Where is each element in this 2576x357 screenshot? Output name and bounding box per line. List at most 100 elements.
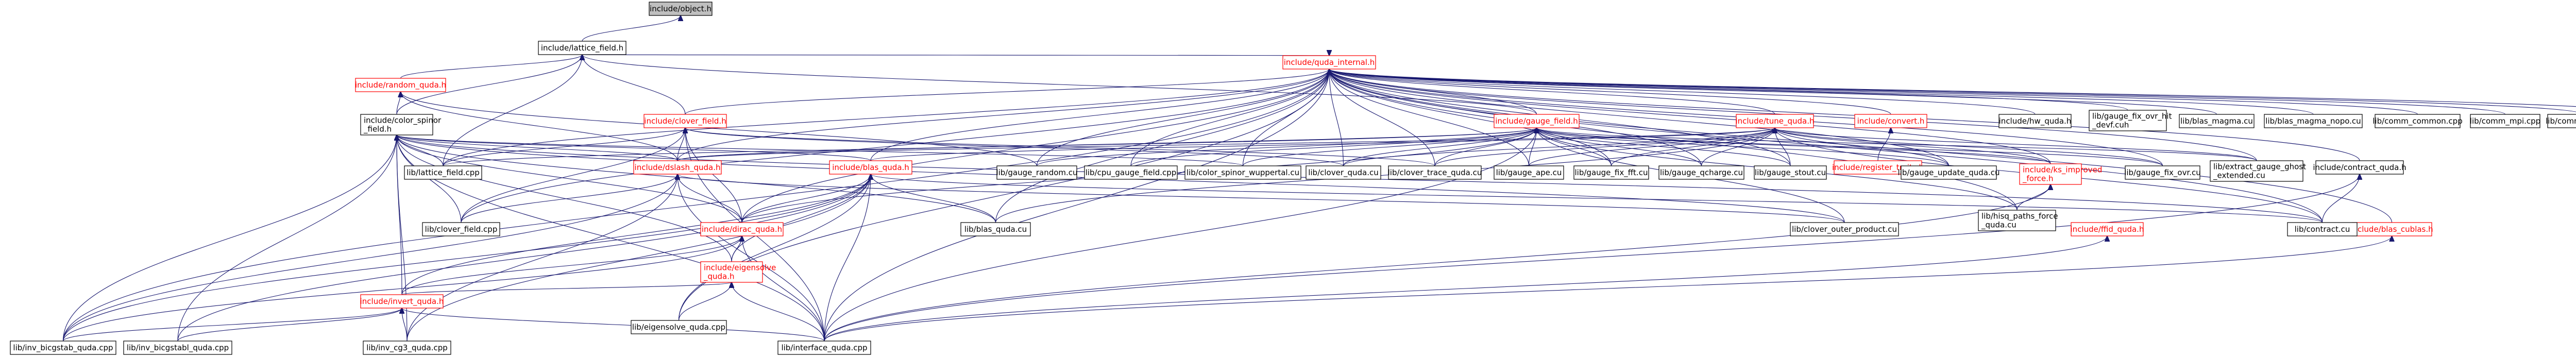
node-box: [360, 114, 433, 135]
node-label: lib/interface_quda.cpp: [781, 343, 867, 353]
node-clover_outer_product[interactable]: lib/clover_outer_product.cu: [1790, 222, 1899, 236]
node-box: [538, 41, 626, 55]
edge-layer: [62, 15, 2576, 342]
edge-clover_field_cpp-to-clover_field: [461, 128, 685, 223]
edge-comm_qmp-to-quda_internal: [1329, 69, 2576, 112]
node-inv_bicgstabl[interactable]: lib/inv_bicgstabl_quda.cpp: [123, 341, 232, 355]
node-color_spinor_field[interactable]: include/color_spinor_field.h: [360, 114, 442, 135]
node-label: include/invert_quda.h: [360, 297, 444, 307]
node-label: lib/gauge_update_quda.cu: [1898, 168, 2000, 178]
edge-gauge_fix_fft-to-tune_quda: [1611, 128, 1775, 166]
node-quda_internal[interactable]: include/quda_internal.h: [1282, 55, 1376, 70]
node-label: lib/gauge_fix_ovr_hit: [2092, 112, 2172, 122]
edge-interface_quda-to-ks_improved_force: [824, 184, 2050, 342]
edge-inv_bicgstab-to-dslash_quda: [62, 174, 678, 342]
node-label: lib/inv_cg3_quda.cpp: [366, 343, 448, 353]
node-eigensolve_quda_cpp[interactable]: lib/eigensolve_quda.cpp: [631, 320, 727, 334]
node-contract_cu[interactable]: lib/contract.cu: [2287, 222, 2358, 236]
node-clover_field[interactable]: include/clover_field.h: [643, 114, 727, 128]
edge-inv_bicgstab-to-invert_quda: [62, 308, 402, 342]
node-box: [1901, 165, 1997, 180]
node-extract_gauge_ghost[interactable]: lib/extract_gauge_ghost_extended.cu: [2210, 160, 2306, 182]
node-box: [996, 165, 1077, 180]
node-tune_quda[interactable]: include/tune_quda.h: [1735, 114, 1815, 128]
node-blas_cublas[interactable]: include/blas_cublas.h: [2350, 222, 2433, 236]
node-dirac_quda[interactable]: include/dirac_quda.h: [700, 222, 784, 236]
edge-inv_bicgstab-to-quda_internal: [62, 69, 1330, 342]
node-gauge_fix_fft[interactable]: lib/gauge_fix_fft.cu: [1573, 165, 1649, 180]
edge-interface_quda-to-blas_quda: [824, 174, 871, 342]
edge-gauge_fix_ovr-to-gauge_field: [1537, 128, 2163, 166]
node-comm_common[interactable]: lib/comm_common.cpp: [2372, 114, 2463, 128]
edge-gauge_fix_ovr-to-tune_quda: [1775, 128, 2163, 166]
node-hisq_paths_force[interactable]: lib/hisq_paths_force_quda.cu: [1978, 210, 2058, 231]
node-gauge_field[interactable]: include/gauge_field.h: [1494, 114, 1580, 128]
node-box: [1084, 165, 1178, 180]
edge-hisq_paths_force-to-quda_internal: [1329, 69, 2018, 211]
node-comm_qmp[interactable]: lib/comm_qmp.cpp: [2546, 114, 2576, 128]
edge-hisq_paths_force-to-ks_improved_force: [2016, 184, 2050, 211]
node-invert_quda[interactable]: include/invert_quda.h: [360, 294, 444, 309]
edge-blas_cublas-to-quda_internal: [1329, 69, 2393, 223]
node-interface_quda[interactable]: lib/interface_quda.cpp: [777, 341, 871, 355]
edge-convert-to-quda_internal: [1329, 69, 1891, 115]
node-box: [631, 320, 727, 334]
node-clover_trace_quda[interactable]: lib/clover_trace_quda.cu: [1388, 165, 1482, 180]
edge-interface_quda-to-quda_internal: [824, 69, 1329, 342]
edge-contract_quda-to-quda_internal: [1329, 69, 2360, 161]
node-label: lib/gauge_fix_ovr.cu: [2124, 168, 2201, 178]
node-gauge_fix_ovr_hit[interactable]: lib/gauge_fix_ovr_hit_devf.cuh: [2089, 110, 2172, 131]
node-object[interactable]: include/object.h: [649, 2, 713, 16]
node-random_quda[interactable]: include/random_quda.h: [355, 78, 446, 92]
node-gauge_qcharge[interactable]: lib/gauge_qcharge.cu: [1658, 165, 1744, 180]
node-contract_quda[interactable]: include/contract_quda.h: [2313, 160, 2406, 175]
node-label: lib/extract_gauge_ghost: [2213, 162, 2306, 172]
edge-dslash_quda-to-random_quda: [401, 92, 678, 161]
node-inv_bicgstab[interactable]: lib/inv_bicgstab_quda.cpp: [10, 341, 116, 355]
edge-cpu_gauge_field-to-gauge_field: [1130, 128, 1537, 166]
node-gauge_update_quda[interactable]: lib/gauge_update_quda.cu: [1898, 165, 2000, 180]
node-blas_quda[interactable]: include/blas_quda.h: [829, 160, 912, 175]
node-box: [777, 341, 871, 355]
node-box: [355, 78, 446, 92]
edge-blas_magma_nopo-to-quda_internal: [1329, 69, 2314, 115]
edge-dslash_quda-to-quda_internal: [677, 69, 1329, 161]
node-label: lib/gauge_random.cu: [996, 168, 1077, 178]
node-inv_cg3[interactable]: lib/inv_cg3_quda.cpp: [363, 341, 451, 355]
node-convert[interactable]: include/convert.h: [1854, 114, 1927, 128]
node-blas_quda_cu[interactable]: lib/blas_quda.cu: [960, 222, 1031, 236]
edge-eigensolve_quda_cpp-to-blas_quda: [678, 174, 871, 321]
node-label: include/dirac_quda.h: [702, 225, 782, 234]
edge-blas_quda_cu-to-blas_quda: [871, 174, 996, 223]
node-hw_quda[interactable]: include/hw_quda.h: [1998, 114, 2072, 128]
edge-eigensolve_quda-to-blas_quda: [731, 174, 871, 262]
node-box: [2375, 114, 2461, 128]
node-label: include/quda_internal.h: [1284, 58, 1375, 67]
node-blas_magma[interactable]: lib/blas_magma.cu: [2179, 114, 2255, 128]
node-box: [1388, 165, 1482, 180]
node-ffid_quda[interactable]: include/ffid_quda.h: [2071, 222, 2144, 236]
node-box: [2071, 222, 2144, 236]
node-label: lib/gauge_qcharge.cu: [1660, 168, 1743, 178]
node-box: [422, 222, 500, 236]
node-gauge_random[interactable]: lib/gauge_random.cu: [996, 165, 1078, 180]
node-blas_magma_nopo[interactable]: lib/blas_magma_nopo.cu: [2264, 114, 2363, 128]
node-gauge_stout[interactable]: lib/gauge_stout.cu: [1754, 165, 1827, 180]
edge-lattice_field_cpp-to-gauge_field: [443, 128, 1537, 166]
node-comm_mpi[interactable]: lib/comm_mpi.cpp: [2470, 114, 2540, 128]
node-label: _extended.cu: [2213, 171, 2265, 181]
node-clover_field_cpp[interactable]: lib/clover_field.cpp: [422, 222, 500, 236]
node-ks_improved_force[interactable]: include/ks_improved_force.h: [2019, 163, 2102, 185]
node-eigensolve_quda[interactable]: include/eigensolve_quda.h: [700, 261, 776, 283]
node-dslash_quda[interactable]: include/dslash_quda.h: [633, 160, 722, 175]
node-clover_quda[interactable]: lib/clover_quda.cu: [1306, 165, 1381, 180]
node-gauge_fix_ovr[interactable]: lib/gauge_fix_ovr.cu: [2124, 165, 2201, 180]
node-gauge_ape[interactable]: lib/gauge_ape.cu: [1494, 165, 1564, 180]
node-cpu_gauge_field[interactable]: lib/cpu_gauge_field.cpp: [1084, 165, 1178, 180]
node-color_spinor_wuppertal[interactable]: lib/color_spinor_wuppertal.cu: [1184, 165, 1301, 180]
edge-clover_trace_quda-to-gauge_field: [1434, 128, 1537, 166]
node-lattice_field_cpp[interactable]: lib/lattice_field.cpp: [404, 165, 482, 180]
node-lattice_field[interactable]: include/lattice_field.h: [538, 41, 626, 55]
node-label: include/convert.h: [1857, 116, 1925, 126]
node-box: [2125, 165, 2200, 180]
